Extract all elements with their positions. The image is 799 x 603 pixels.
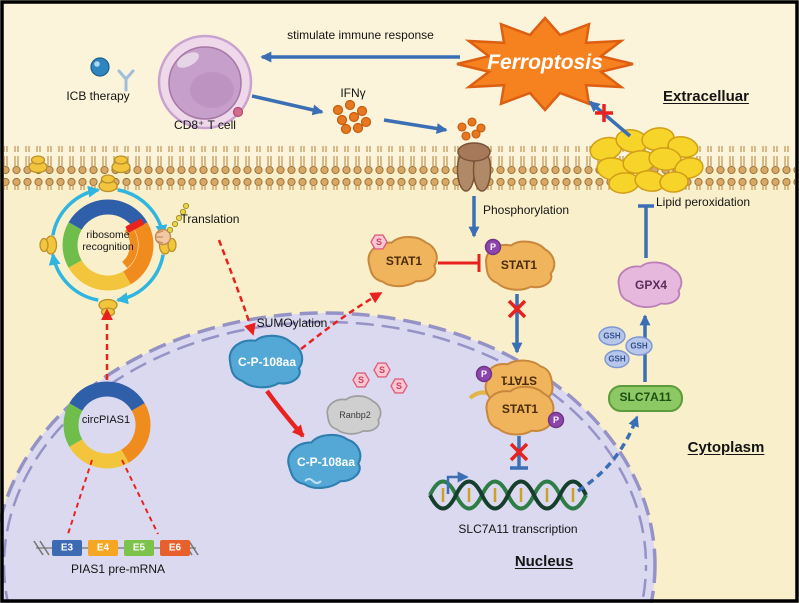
- sumo-s-icon: [370, 234, 388, 250]
- slc7a11-pill: [608, 385, 683, 412]
- blue-arrows: [251, 51, 654, 494]
- membrane-ribosome-icon: [111, 155, 131, 174]
- cp108aa-blob-1: [228, 334, 304, 389]
- arrow-cd8-to-ifng: [251, 94, 324, 116]
- phospho-p-icon: [547, 411, 565, 429]
- red-x-below-dimer: [509, 442, 529, 462]
- line-ring-to-exons-right: [121, 459, 159, 535]
- exon-e4-label: E4: [97, 543, 110, 554]
- arrow-lipid-to-ferroptosis: [588, 100, 632, 138]
- exon-e4: [88, 540, 118, 556]
- p-badge-label: P: [490, 242, 496, 252]
- exon-e6-label: E6: [169, 543, 182, 554]
- phospho-p-icon: [484, 238, 502, 256]
- cd8-t-cell: [157, 34, 253, 130]
- arrow-translation-to-cp108aa: [217, 239, 256, 336]
- s-badge-label: S: [379, 365, 385, 375]
- gsh-label: GSH: [603, 332, 621, 341]
- exon-e6: [160, 540, 190, 556]
- circrna-ribosome-ring: [62, 199, 154, 291]
- exon-e3: [52, 540, 82, 556]
- s-badge-label: S: [358, 375, 364, 385]
- gsh-molecules: GSH GSH GSH: [598, 326, 653, 369]
- arrow-sumoylation: [300, 291, 383, 350]
- red-x-above-nucleus: [507, 299, 527, 319]
- pias1-pre-mrna: E3 E4 E5 E6: [33, 540, 199, 556]
- cp108aa-squiggle-icon: [304, 478, 322, 484]
- exon-e3-label: E3: [61, 543, 74, 554]
- membrane-receptor: [456, 142, 492, 192]
- p-badge-label: P: [553, 415, 559, 425]
- icb-therapy-icon: [90, 57, 135, 92]
- ribosome-icon: [98, 298, 118, 317]
- tcr-contact-icon: [232, 106, 244, 118]
- sumo-s-icon: [352, 372, 370, 388]
- sumo-s-icon: [390, 378, 408, 394]
- arrow-cp108aa-modified: [265, 389, 305, 438]
- arrow-transcript-to-slc7a11: [577, 415, 639, 493]
- circpias1-ring: [63, 381, 151, 469]
- phospho-p-icon: [475, 365, 493, 383]
- antibody-icon: [117, 69, 135, 92]
- transcription-start-arrow: [446, 471, 469, 494]
- exon-e5: [124, 540, 154, 556]
- membrane-ribosome-icon: [28, 155, 48, 174]
- exon-e5-label: E5: [133, 543, 146, 554]
- line-ring-to-exons-left: [67, 459, 93, 535]
- stat1-dimer-bottom-blob: [485, 385, 555, 436]
- ranbp2-blob: [326, 395, 382, 435]
- translation-hand-icon: [154, 202, 190, 246]
- lipid-droplets: [589, 127, 704, 194]
- red-marks: [67, 104, 613, 535]
- dna-helix: [428, 479, 588, 511]
- s-badge-label: S: [396, 381, 402, 391]
- circrna-circulation-arrows: [48, 185, 168, 305]
- red-plus-block-ferroptosis: [595, 104, 613, 122]
- ribosome-icon: [39, 235, 58, 255]
- ifn-gamma-dots: [332, 99, 372, 135]
- gsh-label: GSH: [630, 342, 648, 351]
- sumo-s-icon: [373, 362, 391, 378]
- phospho-badges: P P P: [475, 238, 565, 429]
- ribosome-icon: [98, 174, 118, 193]
- arrow-ifng-to-receptor: [383, 118, 448, 134]
- sumo-badges: S S S S: [352, 234, 408, 394]
- p-badge-label: P: [481, 369, 487, 379]
- gpx4-blob: [617, 261, 683, 309]
- peptide-chain-icon: [166, 202, 190, 234]
- s-badge-label: S: [376, 237, 382, 247]
- ifn-gamma-dots-at-receptor: [457, 117, 486, 141]
- ires-element-icon: [125, 218, 144, 233]
- gsh-label: GSH: [608, 355, 626, 364]
